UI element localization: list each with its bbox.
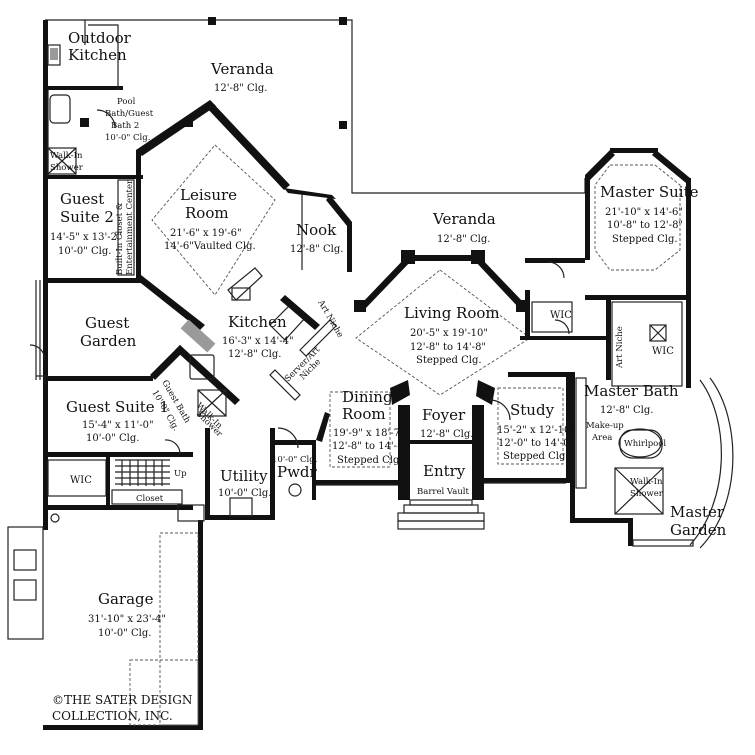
outdoor-kitchen-label-2: Kitchen — [68, 46, 127, 64]
study-walls — [484, 372, 571, 483]
dining-room-ceiling-1: 12'-8" to 14'-8" — [332, 441, 408, 452]
kitchen-ceiling: 12'-8" Clg. — [228, 349, 281, 360]
master-suite-ceiling-1: 10'-8" to 12'-8" — [607, 220, 683, 231]
outdoor-kitchen-block — [43, 20, 143, 530]
pool-bath-label-3: Bath 2 — [111, 121, 139, 131]
garage-ceiling: 10'-0" Clg. — [98, 628, 151, 639]
makeup-label-2: Area — [591, 433, 612, 443]
leisure-room-label-2: Room — [185, 204, 229, 222]
nook-label: Nook — [296, 221, 337, 239]
whirlpool-label: Whirlpool — [624, 439, 666, 449]
master-bath-label: Master Bath — [584, 382, 679, 400]
guest-suite-2-dims: 14'-5" x 13'-2" — [50, 232, 122, 243]
makeup-label-1: Make-up — [586, 421, 624, 431]
dining-room-ceiling-2: Stepped Clg. — [337, 455, 403, 466]
stair-up-label: Up — [174, 469, 187, 479]
master-suite-label: Master Suite — [600, 183, 699, 201]
foyer-entry — [397, 405, 485, 530]
room-labels: Outdoor Kitchen Veranda 12'-8" Clg. Pool… — [50, 29, 727, 723]
guest-garden-label-2: Garden — [80, 332, 137, 350]
stair — [115, 459, 170, 486]
pwdr-label: Pwdr — [277, 463, 318, 481]
art-niche-2-label: Art Niche — [615, 326, 625, 369]
exterior-details — [36, 90, 566, 486]
dining-room — [316, 391, 398, 485]
dining-room-label-1: Dining — [342, 388, 393, 406]
kitchen-area — [180, 267, 337, 401]
utility-ceiling: 10'-0" Clg. — [218, 488, 271, 499]
guest-suite-2-label-2: Suite 2 — [60, 208, 114, 226]
pool-bath-ceiling: 10'-0" Clg. — [105, 133, 150, 143]
closet-entertainment-2: Entertainment Center — [125, 179, 135, 275]
kitchen-dims: 16'-3" x 14'-4" — [222, 336, 294, 347]
guest-suite-2-ceiling: 10'-0" Clg. — [58, 246, 111, 257]
leisure-room-ceiling: 14'-6"Vaulted Clg. — [164, 241, 256, 252]
living-room-dims: 20'-5" x 19'-10" — [410, 328, 488, 339]
master-garden-label-1: Master — [670, 503, 725, 521]
living-room-ceiling-2: Stepped Clg. — [416, 355, 482, 366]
guest-suite-1-label: Guest Suite 1 — [66, 398, 169, 416]
closet-label: Closet — [136, 494, 164, 504]
entry-note: Barrel Vault — [417, 487, 470, 497]
living-room-ceiling-1: 12'-8" to 14'-8" — [410, 342, 486, 353]
walk-in-shower-right-1: Walk-In — [630, 477, 663, 487]
guest-suite-1-walls — [43, 376, 193, 505]
wic-3-label: WIC — [70, 475, 92, 486]
nook-walls — [284, 188, 352, 272]
garage-walls — [7, 504, 205, 730]
study-ceiling-2: Stepped Clg. — [503, 451, 569, 462]
pwdr-ceiling: 10'-0" Clg. — [272, 455, 317, 465]
utility-label: Utility — [220, 467, 268, 485]
veranda-mid-label: Veranda — [432, 210, 496, 228]
master-suite-ceiling-2: Stepped Clg. — [612, 234, 678, 245]
copyright-line-1: ©THE SATER DESIGN — [52, 693, 192, 707]
wic-1-label: WIC — [550, 310, 572, 321]
wic-2-label: WIC — [652, 346, 674, 357]
entry-label: Entry — [423, 462, 466, 480]
master-suite-dims: 21'-10" x 14'-6" — [605, 207, 683, 218]
nook-ceiling: 12'-8" Clg. — [290, 244, 343, 255]
walk-in-shower-right-2: Shower — [630, 489, 664, 499]
guest-suite-2-label-1: Guest — [60, 190, 104, 208]
master-garden-label-2: Garden — [670, 521, 727, 539]
living-room-label: Living Room — [404, 304, 500, 322]
veranda-top-ceiling: 12'-8" Clg. — [214, 83, 267, 94]
guest-bath — [150, 345, 240, 417]
dining-room-label-2: Room — [342, 405, 386, 423]
walk-in-shower-left-1: Walk-In — [50, 151, 83, 161]
study-ceiling-1: 12'-0" to 14'-0" — [498, 438, 574, 449]
outdoor-kitchen-label: Outdoor — [68, 29, 132, 47]
pool-bath-label-1: Pool — [117, 97, 136, 107]
foyer-ceiling: 12'-8" Clg. — [420, 429, 473, 440]
garage-dims: 31'-10" x 23'-4" — [88, 614, 166, 625]
pool-bath-label-2: Bath/Guest — [105, 109, 154, 119]
master-bath-walls — [570, 372, 734, 549]
leisure-room-dims: 21'-6" x 19'-6" — [170, 228, 242, 239]
walk-in-shower-left-2: Shower — [50, 163, 84, 173]
foyer-label: Foyer — [422, 406, 466, 424]
veranda-mid-ceiling: 12'-8" Clg. — [437, 234, 490, 245]
leisure-room-label-1: Leisure — [180, 186, 237, 204]
copyright-line-2: COLLECTION, INC. — [52, 709, 173, 723]
guest-garden-label-1: Guest — [85, 314, 129, 332]
master-bath-ceiling: 12'-8" Clg. — [600, 405, 653, 416]
utility-pwdr — [205, 427, 316, 520]
study-dims: 15'-2" x 12'-10" — [497, 425, 575, 436]
guest-suite-1-dims: 15'-4" x 11'-0" — [82, 420, 154, 431]
kitchen-label: Kitchen — [228, 313, 287, 331]
veranda-top-label: Veranda — [210, 60, 274, 78]
dining-room-dims: 19'-9" x 18'-7" — [333, 428, 405, 439]
closet-entertainment-1: Built-In Closet & — [115, 202, 125, 275]
garage-label: Garage — [98, 590, 154, 608]
master-suite-walls — [520, 148, 691, 388]
study-label: Study — [510, 401, 555, 419]
guest-suite-2-walls — [29, 100, 290, 380]
guest-suite-1-ceiling: 10'-0" Clg. — [86, 433, 139, 444]
